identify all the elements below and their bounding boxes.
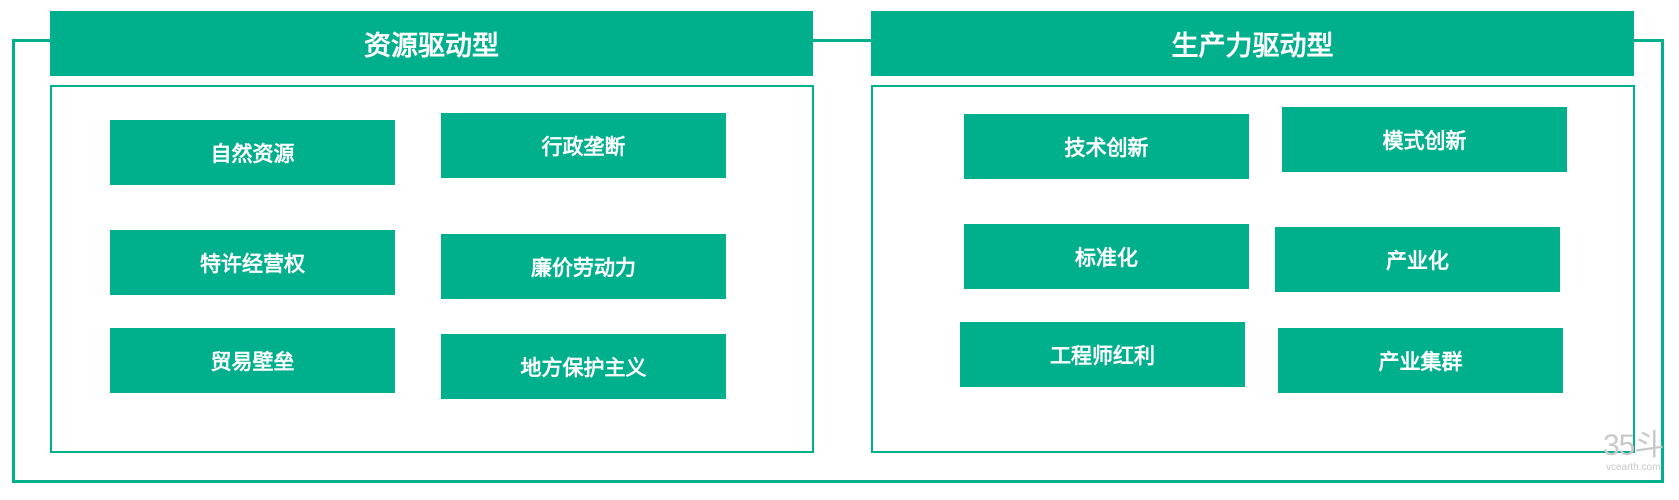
watermark-site: vcearth.com [1605,462,1661,473]
productivity-driven-title: 生产力驱动型 [1171,31,1334,62]
item-trade-barriers: 贸易壁垒 [110,328,395,393]
item-standardization: 标准化 [964,224,1249,289]
item-technological-innovation: 技术创新 [964,114,1249,179]
watermark: 35斗 vcearth.com [1603,429,1664,474]
item-model-innovation: 模式创新 [1282,107,1567,172]
item-local-protectionism: 地方保护主义 [441,334,726,399]
resource-driven-header: 资源驱动型 [50,11,813,76]
item-industrialization: 产业化 [1275,227,1560,292]
productivity-driven-header: 生产力驱动型 [871,11,1634,76]
item-industrial-cluster: 产业集群 [1278,328,1563,393]
item-cheap-labor: 廉价劳动力 [441,234,726,299]
watermark-logo: 35斗 [1603,429,1664,462]
item-natural-resources: 自然资源 [110,120,395,185]
item-franchise-rights: 特许经营权 [110,230,395,295]
resource-driven-title: 资源驱动型 [364,31,499,62]
item-engineer-dividend: 工程师红利 [960,322,1245,387]
item-administrative-monopoly: 行政垄断 [441,113,726,178]
outer-frame [12,39,1664,483]
